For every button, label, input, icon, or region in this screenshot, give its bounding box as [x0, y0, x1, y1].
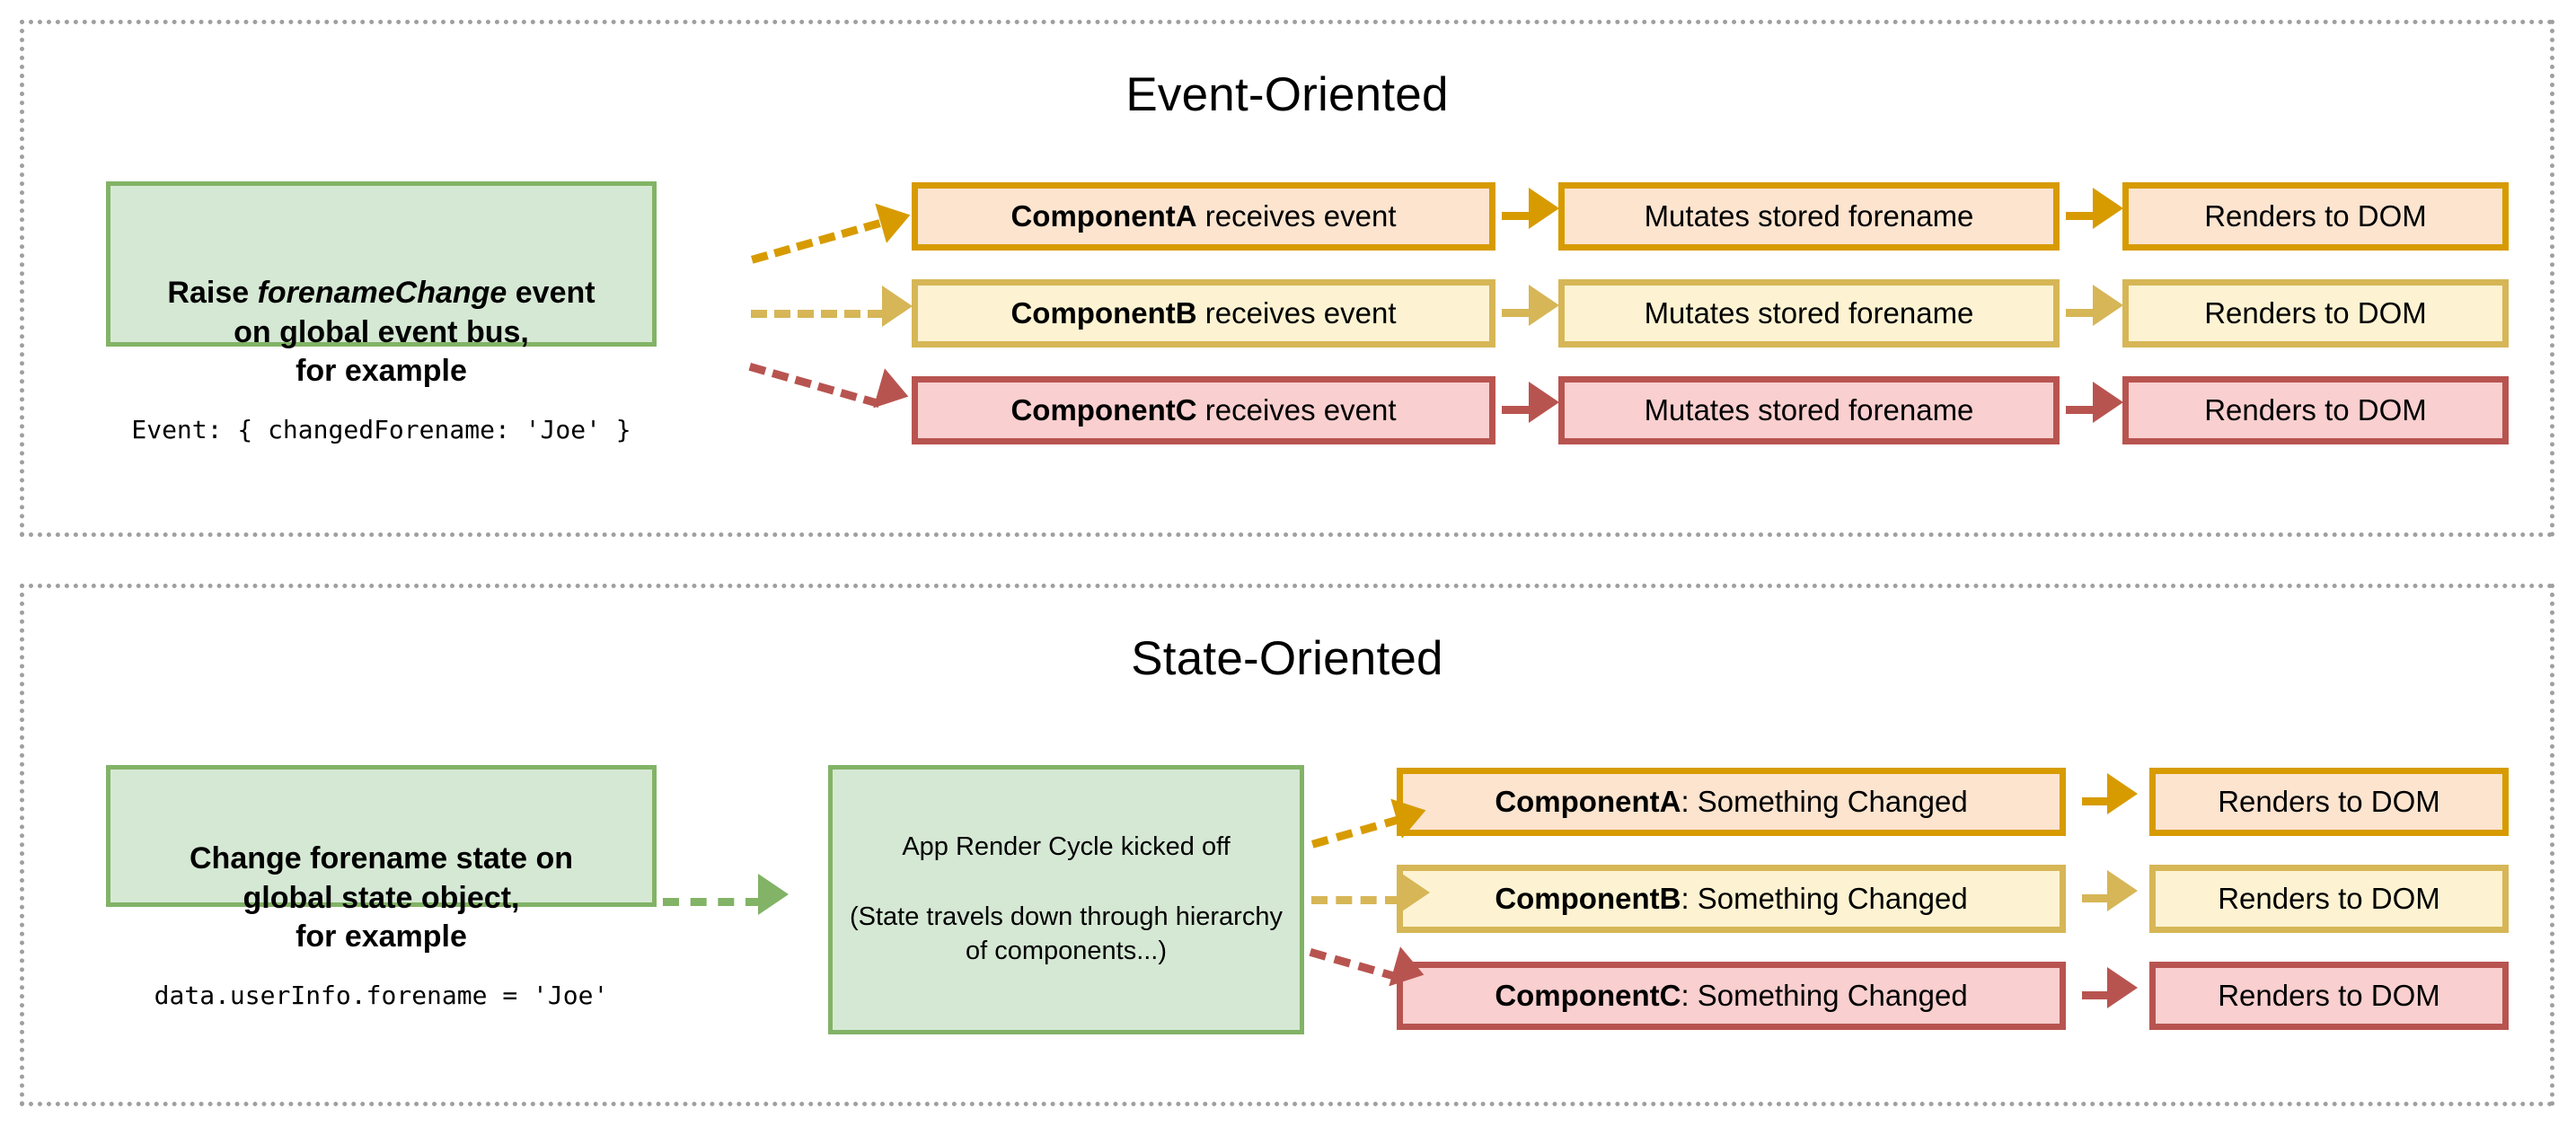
event-source-code: Event: { changedForename: 'Joe' }	[131, 414, 631, 444]
app-render-cycle-line2: (State travels down through hierarchy of…	[850, 902, 1283, 966]
event-source-line3: for example	[296, 354, 467, 389]
event-row-c-stage2: Mutates stored forename	[1558, 376, 2060, 444]
event-row-b-stage3-label: Renders to DOM	[2204, 295, 2427, 330]
event-row-b-stage1: ComponentB receives event	[912, 279, 1495, 347]
app-render-cycle-box: App Render Cycle kicked off (State trave…	[828, 765, 1304, 1034]
event-row-c-stage2-label: Mutates stored forename	[1644, 392, 1974, 427]
event-row-a-stage3-label: Renders to DOM	[2204, 198, 2427, 233]
state-source-line2: global state object,	[243, 880, 520, 915]
event-row-c-stage1: ComponentC receives event	[912, 376, 1495, 444]
event-row-c-stage1-label: ComponentC receives event	[1010, 393, 1396, 428]
state-source-headline: Change forename state on global state ob…	[190, 840, 573, 957]
state-source-line3: for example	[296, 919, 467, 954]
event-row-a-stage1-label: ComponentA receives event	[1010, 199, 1396, 234]
event-row-b-stage1-label: ComponentB receives event	[1010, 296, 1396, 331]
event-row-b-stage2-label: Mutates stored forename	[1644, 295, 1974, 330]
event-source-line1-emphasis: forenameChange	[257, 276, 507, 310]
state-row-a-stage1-label: ComponentA: Something Changed	[1495, 785, 1967, 820]
event-row-b-stage3: Renders to DOM	[2122, 279, 2509, 347]
state-row-b-component-name: ComponentB	[1495, 881, 1681, 915]
state-source-line1: Change forename state on	[190, 841, 573, 875]
event-row-c-stage1-rest: receives event	[1196, 392, 1397, 427]
state-row-b-stage2: Renders to DOM	[2149, 865, 2509, 933]
event-source-headline: Raise forenameChange event on global eve…	[167, 274, 595, 391]
event-row-c-component-name: ComponentC	[1010, 392, 1197, 427]
state-row-a-stage2-label: Renders to DOM	[2218, 784, 2440, 818]
event-row-b-component-name: ComponentB	[1010, 295, 1197, 330]
section-title-state-oriented: State-Oriented	[1131, 632, 1443, 685]
state-row-b-stage2-label: Renders to DOM	[2218, 881, 2440, 915]
event-source-line2: on global event bus,	[234, 314, 529, 349]
state-row-b-stage1: ComponentB: Something Changed	[1397, 865, 2066, 933]
state-row-a-stage2: Renders to DOM	[2149, 768, 2509, 836]
state-row-a-stage1: ComponentA: Something Changed	[1397, 768, 2066, 836]
state-row-c-stage1-rest: : Something Changed	[1681, 978, 1968, 1012]
state-row-a-stage1-rest: : Something Changed	[1681, 784, 1968, 818]
state-row-c-component-name: ComponentC	[1495, 978, 1681, 1012]
event-row-c-stage3-label: Renders to DOM	[2204, 392, 2427, 427]
state-source-box: Change forename state on global state ob…	[106, 765, 657, 1010]
state-row-a-component-name: ComponentA	[1495, 784, 1681, 818]
app-render-cycle-line1: App Render Cycle kicked off	[902, 831, 1231, 861]
state-row-c-stage1: ComponentC: Something Changed	[1397, 962, 2066, 1030]
event-row-b-stage2: Mutates stored forename	[1558, 279, 2060, 347]
event-row-a-stage2: Mutates stored forename	[1558, 182, 2060, 251]
event-row-c-stage3: Renders to DOM	[2122, 376, 2509, 444]
event-source-line1-post: event	[507, 276, 595, 310]
event-row-a-stage2-label: Mutates stored forename	[1644, 198, 1974, 233]
event-row-a-stage1-rest: receives event	[1196, 198, 1397, 233]
state-row-b-stage1-label: ComponentB: Something Changed	[1495, 882, 1967, 917]
event-source-line1-pre: Raise	[167, 276, 258, 310]
state-row-c-stage1-label: ComponentC: Something Changed	[1495, 979, 1967, 1014]
state-row-b-stage1-rest: : Something Changed	[1681, 881, 1968, 915]
event-row-a-component-name: ComponentA	[1010, 198, 1197, 233]
state-row-c-stage2-label: Renders to DOM	[2218, 978, 2440, 1012]
section-title-event-oriented: Event-Oriented	[1125, 68, 1449, 121]
event-row-a-stage3: Renders to DOM	[2122, 182, 2509, 251]
event-row-b-stage1-rest: receives event	[1196, 295, 1397, 330]
state-row-c-stage2: Renders to DOM	[2149, 962, 2509, 1030]
event-row-a-stage1: ComponentA receives event	[912, 182, 1495, 251]
event-source-box: Raise forenameChange event on global eve…	[106, 181, 657, 444]
state-source-code: data.userInfo.forename = 'Joe'	[154, 980, 609, 1010]
